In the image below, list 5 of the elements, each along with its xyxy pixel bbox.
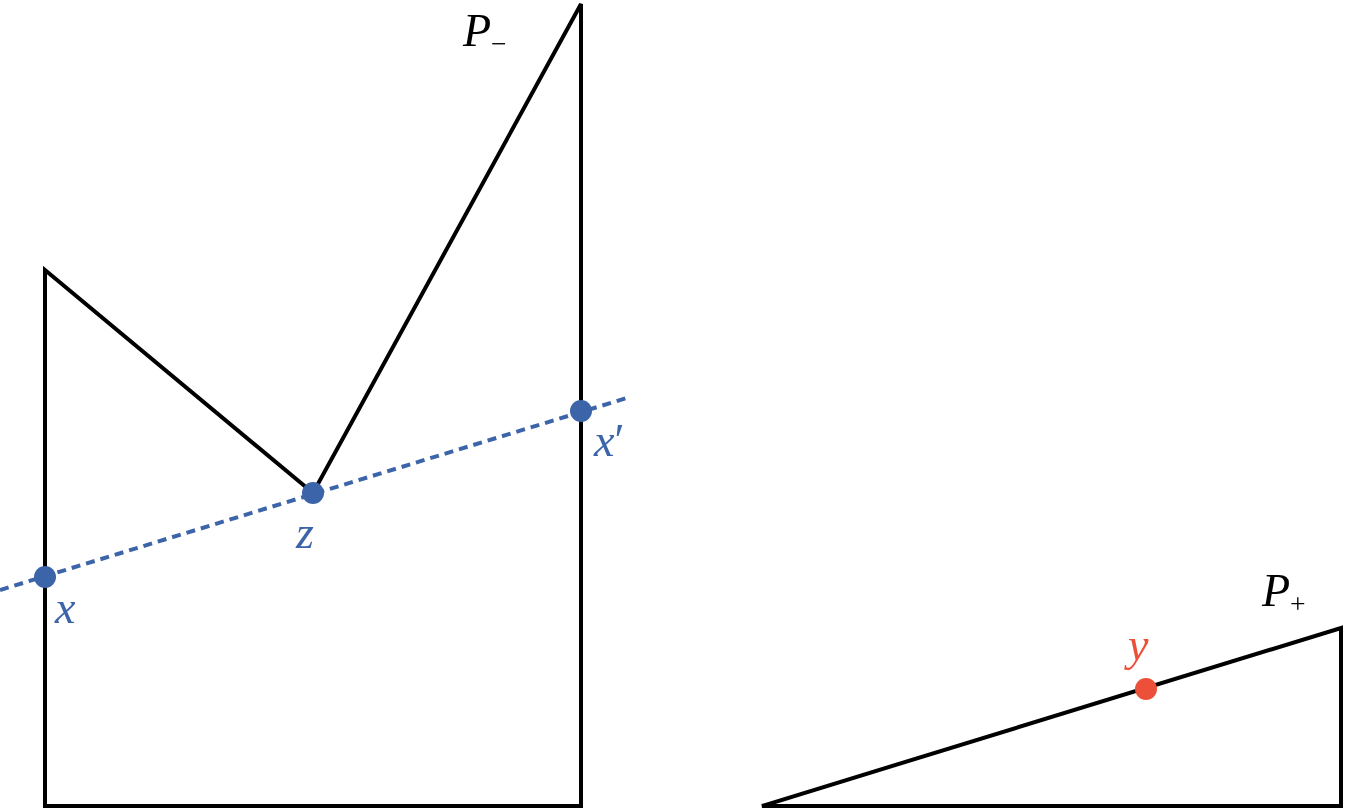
math-label: x [55, 585, 76, 631]
math-label: P$_{−}$ [463, 8, 507, 58]
math-label: P$_{+}$ [1262, 568, 1306, 618]
math-label: x′ [594, 418, 625, 464]
math-label: z [296, 510, 314, 556]
